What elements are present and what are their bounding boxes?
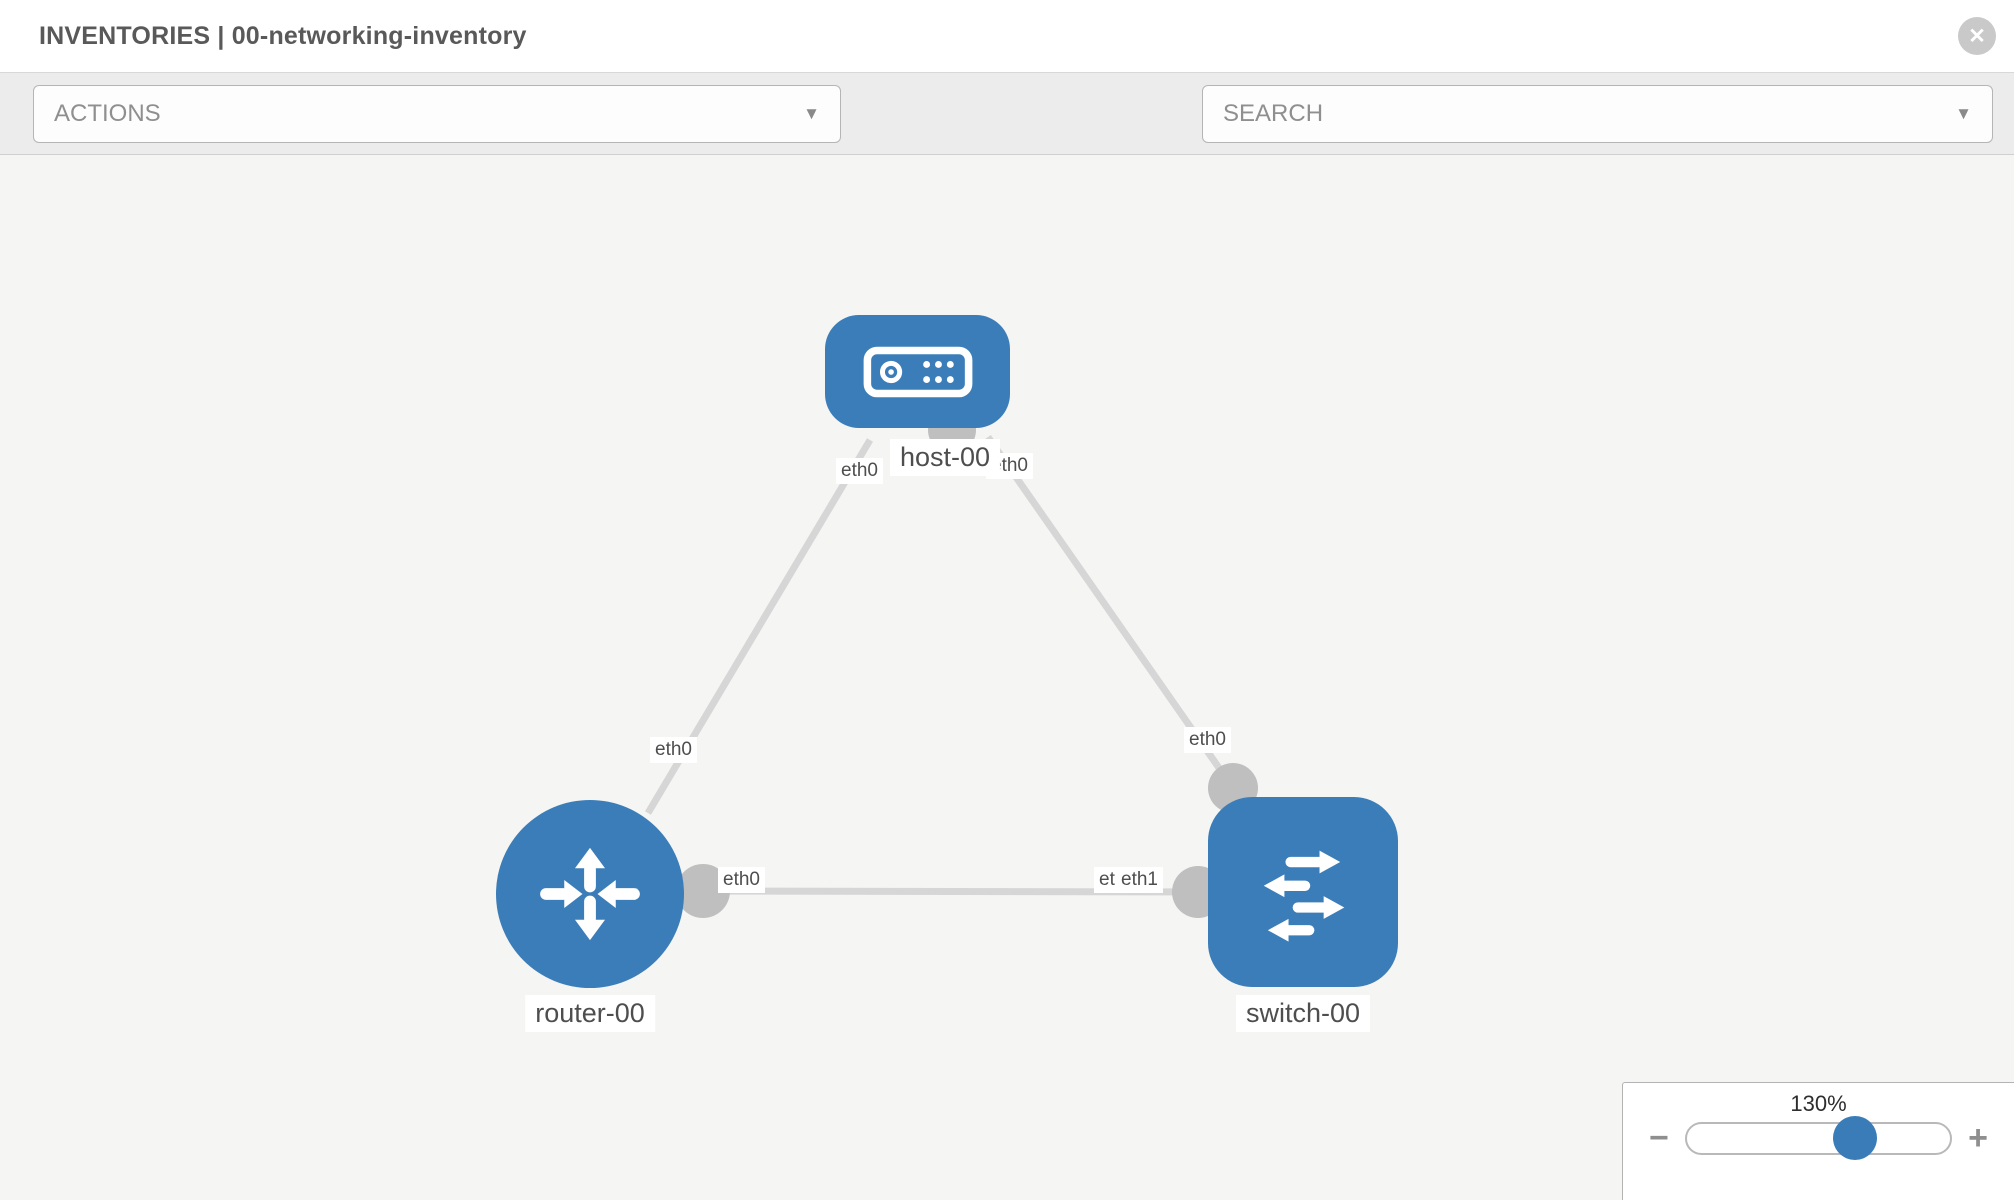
zoom-slider-row: − + (1623, 1116, 2014, 1160)
switch-icon (1263, 850, 1345, 942)
chevron-down-icon: ▼ (803, 104, 820, 123)
zoom-slider[interactable] (1684, 1116, 1953, 1160)
zoom-panel: 130% − + (1622, 1082, 2014, 1200)
topology-canvas[interactable]: host-00 router-00 switch-00 eth0 eth0 et… (0, 155, 2014, 1200)
port-label-router-eth0: eth0 (718, 867, 765, 893)
search-dropdown[interactable]: SEARCH ▼ (1202, 85, 1993, 143)
chevron-down-icon: ▼ (1955, 104, 1972, 123)
port-label-host-switch-mid: eth0 (1184, 727, 1231, 753)
zoom-slider-thumb[interactable] (1833, 1116, 1878, 1160)
port-label-host-left: eth0 (836, 458, 883, 484)
page-title: INVENTORIES | 00-networking-inventory (39, 22, 527, 50)
node-label-router[interactable]: router-00 (525, 995, 655, 1032)
port-label-switch-eth1: eth1 (1116, 867, 1163, 893)
toolbar: ACTIONS ▼ SEARCH ▼ (0, 72, 2014, 209)
zoom-in-button[interactable]: + (1968, 1119, 1988, 1157)
router-icon (540, 847, 640, 941)
actions-dropdown[interactable]: ACTIONS ▼ (33, 85, 841, 143)
close-icon[interactable]: ✕ (1958, 17, 1996, 55)
zoom-level-value: 130% (1790, 1091, 1847, 1116)
header-bar: INVENTORIES | 00-networking-inventory ✕ (0, 0, 2014, 72)
topology-links-layer (644, 406, 1258, 918)
port-connector-router (676, 864, 730, 918)
actions-dropdown-label: ACTIONS (54, 100, 161, 127)
node-host-00[interactable] (825, 315, 1010, 428)
node-switch-00[interactable] (1208, 797, 1398, 987)
port-label-host-router-mid: eth0 (650, 737, 697, 763)
node-label-switch[interactable]: switch-00 (1235, 995, 1371, 1032)
zoom-out-button[interactable]: − (1649, 1119, 1669, 1157)
node-label-host[interactable]: host-00 (889, 439, 1001, 476)
node-router-00[interactable] (496, 800, 684, 988)
host-server-icon (863, 346, 972, 397)
search-dropdown-label: SEARCH (1223, 100, 1324, 127)
